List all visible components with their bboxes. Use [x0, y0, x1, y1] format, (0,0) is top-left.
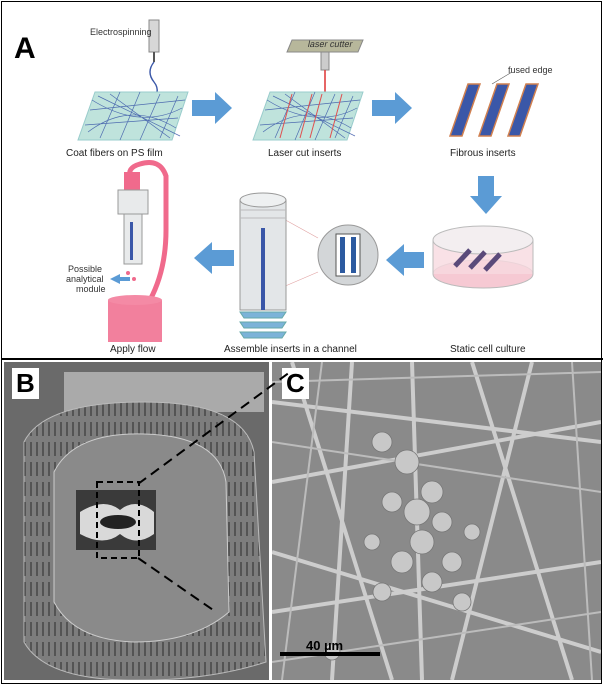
fiber-mesh-1: [84, 91, 186, 141]
panel-label-a: A: [14, 32, 36, 65]
caption-fibrous: Fibrous inserts: [450, 148, 516, 159]
scale-label: 40 µm: [306, 638, 344, 653]
arrow-3: [470, 176, 502, 214]
panel-label-c: C: [282, 368, 309, 399]
magnified-insert: [317, 224, 379, 286]
caption-static: Static cell culture: [450, 344, 526, 355]
sem-image-c: [272, 362, 601, 680]
label-fused-edge: fused edge: [508, 65, 553, 75]
petri-dish: [432, 225, 534, 289]
scale-bar: [280, 652, 380, 656]
arrow-small: [110, 274, 130, 284]
label-possible: Possible: [68, 264, 103, 274]
panel-a-diagram: [77, 19, 540, 342]
arrow-5: [194, 242, 234, 274]
sem-image-b: [4, 362, 269, 680]
fibrous-inserts: [448, 83, 540, 137]
caption-coat: Coat fibers on PS film: [66, 148, 163, 159]
fiber-mesh-2: [259, 91, 361, 141]
arrow-4: [386, 244, 424, 276]
label-module: module: [76, 284, 106, 294]
laser-cut-lines: [279, 93, 343, 139]
flow-device: [108, 160, 169, 342]
label-analytical: analytical: [66, 274, 104, 284]
arrow-2: [372, 92, 412, 124]
caption-apply: Apply flow: [110, 344, 156, 355]
arrow-1: [192, 92, 232, 124]
caption-assemble: Assemble inserts in a channel: [224, 344, 357, 355]
panel-divider: [1, 358, 603, 360]
laser-cutter: [286, 39, 364, 53]
channel-assembly: [239, 192, 287, 339]
panel-label-b: B: [12, 368, 39, 399]
caption-laser-cut: Laser cut inserts: [268, 148, 342, 159]
label-electrospinning: Electrospinning: [90, 27, 152, 37]
